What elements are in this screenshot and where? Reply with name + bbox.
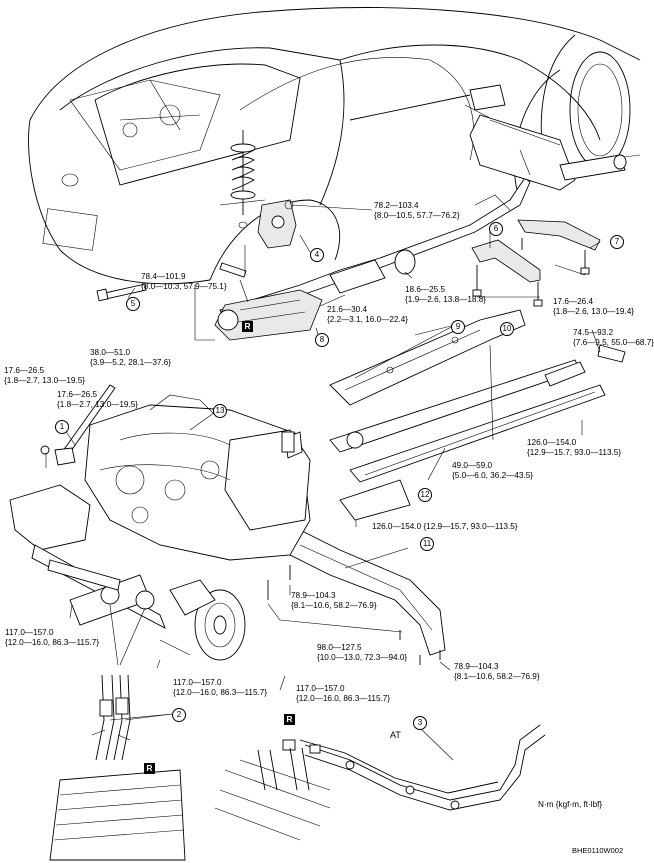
exhaust-hangers — [471, 219, 601, 307]
callout-1: 1 — [55, 420, 69, 434]
callout-12: 12 — [418, 488, 432, 502]
torque-label: 17.6—26.5{1.8—2.7, 13.0—19.5} — [57, 390, 139, 409]
callout-3: 3 — [413, 716, 427, 730]
torque-label: 18.6—25.5{1.9—2.6, 13.8—18.8} — [405, 285, 487, 304]
at-label: AT — [390, 730, 401, 740]
unit-legend: N·m {kgf·m, ft·lbf} — [538, 800, 603, 809]
callout-8: 8 — [315, 333, 329, 347]
callout-11: 11 — [420, 537, 434, 551]
bolts-5 — [96, 262, 247, 302]
torque-label: 117.0—157.0{12.0—16.0, 86.3—115.7} — [173, 678, 268, 697]
torque-label: 126.0—154.0 {12.9—15.7, 93.0—113.5} — [372, 522, 518, 531]
torque-label: 78.2—103.4{8.0—10.5, 57.7—76.2} — [374, 201, 460, 220]
replace-badge: R — [242, 321, 253, 332]
exhaust-system — [214, 84, 627, 341]
torque-label: 17.6—26.5{1.8—2.7, 13.0—19.5} — [4, 366, 86, 385]
callout-9: 9 — [451, 320, 465, 334]
hoses-2 — [49, 674, 186, 861]
torque-label: 117.0—157.0{12.0—16.0, 86.3—115.7} — [296, 684, 391, 703]
torque-label: 117.0—157.0{12.0—16.0, 86.3—115.7} — [5, 628, 100, 647]
torque-label: 98.0—127.5{10.0—13.0, 72.3—94.0} — [317, 643, 408, 662]
torque-label: 78.4—101.9{8.0—10.3, 57.9—75.1} — [141, 272, 227, 291]
torque-label: 49.0—59.0{5.0—6.0, 36.2—43.5} — [452, 461, 534, 480]
engine-transmission — [84, 394, 311, 561]
torque-label: 74.5—93.2{7.6—9.5, 55.0—68.7} — [573, 328, 654, 347]
callout-7: 7 — [610, 235, 624, 249]
bracket-4 — [257, 199, 297, 249]
brake-disc — [159, 579, 246, 661]
torque-label: 38.0—51.0{3.9—5.2, 28.1—37.6} — [90, 348, 172, 367]
torque-label: 78.9—104.3{8.1—10.6, 58.2—76.9} — [291, 591, 377, 610]
torque-label: 78.9—104.3{8.1—10.6, 58.2—76.9} — [454, 662, 540, 681]
callout-10: 10 — [500, 322, 514, 336]
callout-2: 2 — [172, 708, 186, 722]
replace-badge: R — [144, 763, 155, 774]
strut-spring — [219, 130, 266, 229]
engine-bay — [69, 79, 221, 171]
steering-shaft-1 — [40, 384, 116, 466]
power-plant-frame-9 — [329, 309, 526, 406]
front-suspension — [9, 484, 166, 629]
replace-badge: R — [284, 714, 295, 725]
callout-13: 13 — [213, 404, 227, 418]
callout-4: 4 — [310, 248, 324, 262]
callout-6: 6 — [489, 222, 503, 236]
torque-label: 21.6—30.4{2.2—3.1, 16.0—22.4} — [327, 305, 409, 324]
torque-label: 126.0—154.0{12.9—15.7, 93.0—113.5} — [527, 438, 622, 457]
torque-label: 17.6—26.4{1.8—2.6, 13.0—19.4} — [553, 297, 635, 316]
figure-code: BHE0110W002 — [572, 846, 624, 855]
at-cooler-lines — [214, 724, 546, 841]
propeller-shaft-12 — [329, 344, 626, 521]
callout-5: 5 — [126, 297, 140, 311]
